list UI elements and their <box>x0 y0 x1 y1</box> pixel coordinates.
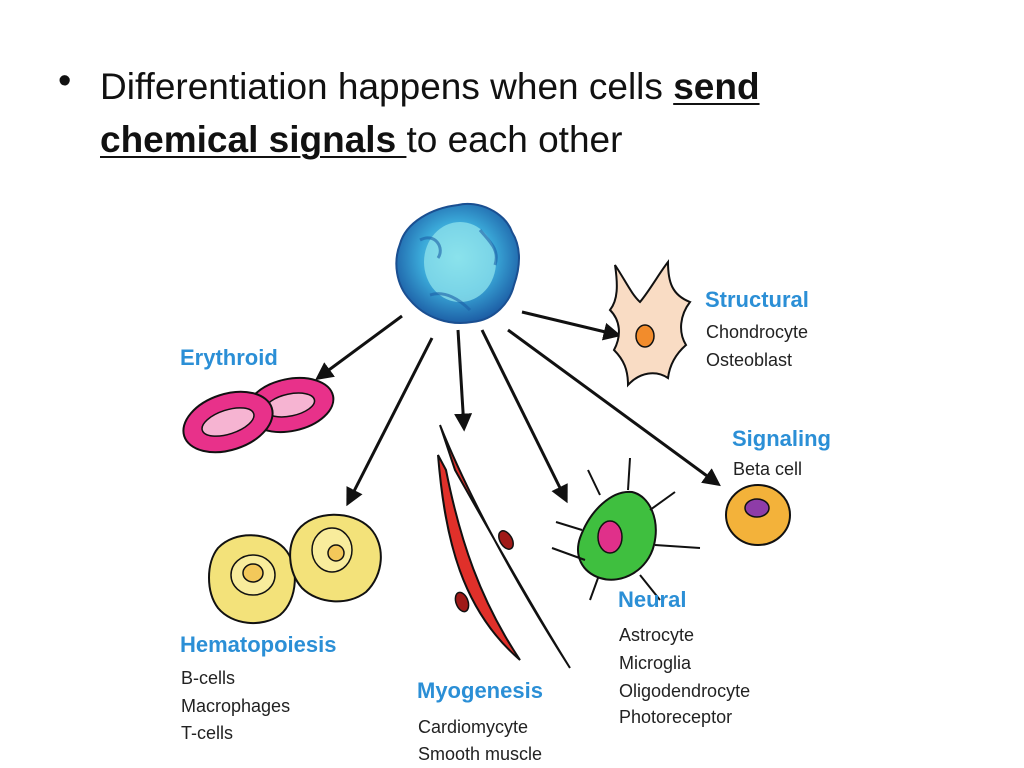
bullet-marker: • <box>58 60 72 102</box>
bullet-text-after: to each other <box>406 119 623 160</box>
neural-cell <box>551 457 701 601</box>
label-hematopoiesis: Hematopoiesis B-cells Macrophages T-cell… <box>180 632 337 743</box>
muscle-cells <box>437 424 571 669</box>
erythroid-cells <box>182 376 335 454</box>
arrows <box>315 310 721 507</box>
item-t-cells: T-cells <box>181 723 233 743</box>
item-beta-cell: Beta cell <box>733 459 802 479</box>
hematopoietic-cells <box>208 513 382 625</box>
signaling-cell <box>725 484 791 546</box>
bullet-text: Differentiation happens when cells send … <box>100 60 920 166</box>
item-cardiomycyte: Cardiomycyte <box>418 717 528 737</box>
structural-cell <box>608 259 692 388</box>
arrow-myogenesis <box>454 329 473 432</box>
label-erythroid: Erythroid <box>180 345 278 370</box>
title-erythroid: Erythroid <box>180 345 278 370</box>
item-osteoblast: Osteoblast <box>706 350 792 370</box>
item-chondrocyte: Chondrocyte <box>706 322 808 342</box>
bullet-text-emphasis: send chemical signals <box>100 66 760 160</box>
item-microglia: Microglia <box>619 653 692 673</box>
item-photoreceptor: Photoreceptor <box>619 707 732 727</box>
stem-cell <box>395 202 520 324</box>
arrow-neural <box>480 329 568 504</box>
label-neural: Neural Astrocyte Microglia Oligodendrocy… <box>618 587 750 727</box>
title-signaling: Signaling <box>732 426 831 451</box>
title-hematopoiesis: Hematopoiesis <box>180 632 337 657</box>
item-macrophages: Macrophages <box>181 696 290 716</box>
arrow-structural <box>521 310 622 341</box>
title-myogenesis: Myogenesis <box>417 678 543 703</box>
bullet-text-before: Differentiation happens when cells <box>100 66 674 107</box>
label-structural: Structural Chondrocyte Osteoblast <box>705 287 809 370</box>
label-signaling: Signaling Beta cell <box>732 426 831 479</box>
arrow-hematopoiesis <box>346 337 434 507</box>
item-oligodendrocyte: Oligodendrocyte <box>619 681 750 701</box>
item-smooth-muscle: Smooth muscle <box>418 744 542 764</box>
arrow-erythroid <box>315 314 403 381</box>
item-b-cells: B-cells <box>181 668 235 688</box>
label-myogenesis: Myogenesis Cardiomycyte Smooth muscle <box>417 678 543 764</box>
title-neural: Neural <box>618 587 686 612</box>
arrow-signaling <box>507 328 721 487</box>
item-astrocyte: Astrocyte <box>619 625 694 645</box>
title-structural: Structural <box>705 287 809 312</box>
